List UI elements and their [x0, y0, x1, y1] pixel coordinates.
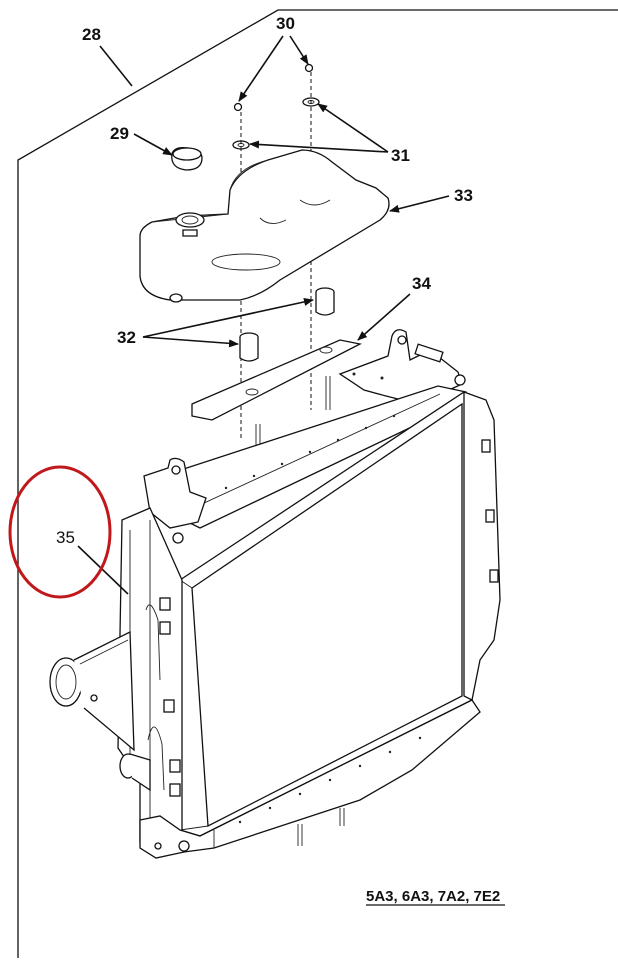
radiator-right-tank [463, 391, 501, 701]
highlight-circle [8, 465, 112, 599]
mounting-plate [191, 339, 362, 421]
assembly-bracket-line [17, 9, 618, 958]
callout-35: 35 [8, 465, 129, 599]
callout-30: 30 [238, 14, 309, 102]
callout-31-label: 31 [391, 146, 410, 165]
screws [233, 63, 314, 112]
filler-cap [171, 146, 203, 171]
model-code-label: 5A3, 6A3, 7A2, 7E2 [366, 888, 505, 906]
callout-29: 29 [110, 124, 173, 156]
callout-30-label: 30 [276, 14, 295, 33]
model-codes-text: 5A3, 6A3, 7A2, 7E2 [366, 888, 500, 905]
callout-35-label: 35 [56, 528, 75, 547]
left-mounting-bracket [143, 457, 207, 544]
inlet-duct [49, 630, 135, 752]
callout-28: 28 [82, 25, 133, 87]
callout-29-label: 29 [110, 124, 129, 143]
callout-28-label: 28 [82, 25, 101, 44]
radiator-bottom-frame [139, 699, 481, 859]
callout-31: 31 [249, 103, 410, 165]
callout-33-label: 33 [454, 186, 473, 205]
callout-34: 34 [357, 274, 431, 341]
spacers [239, 287, 335, 362]
surge-tank [139, 149, 390, 303]
lower-pipe [119, 753, 151, 792]
callout-32: 32 [117, 298, 314, 348]
callout-34-label: 34 [412, 274, 431, 293]
callout-33: 33 [389, 186, 473, 213]
washers [232, 97, 320, 150]
callout-32-label: 32 [117, 328, 136, 347]
right-mounting-bracket [338, 329, 466, 405]
